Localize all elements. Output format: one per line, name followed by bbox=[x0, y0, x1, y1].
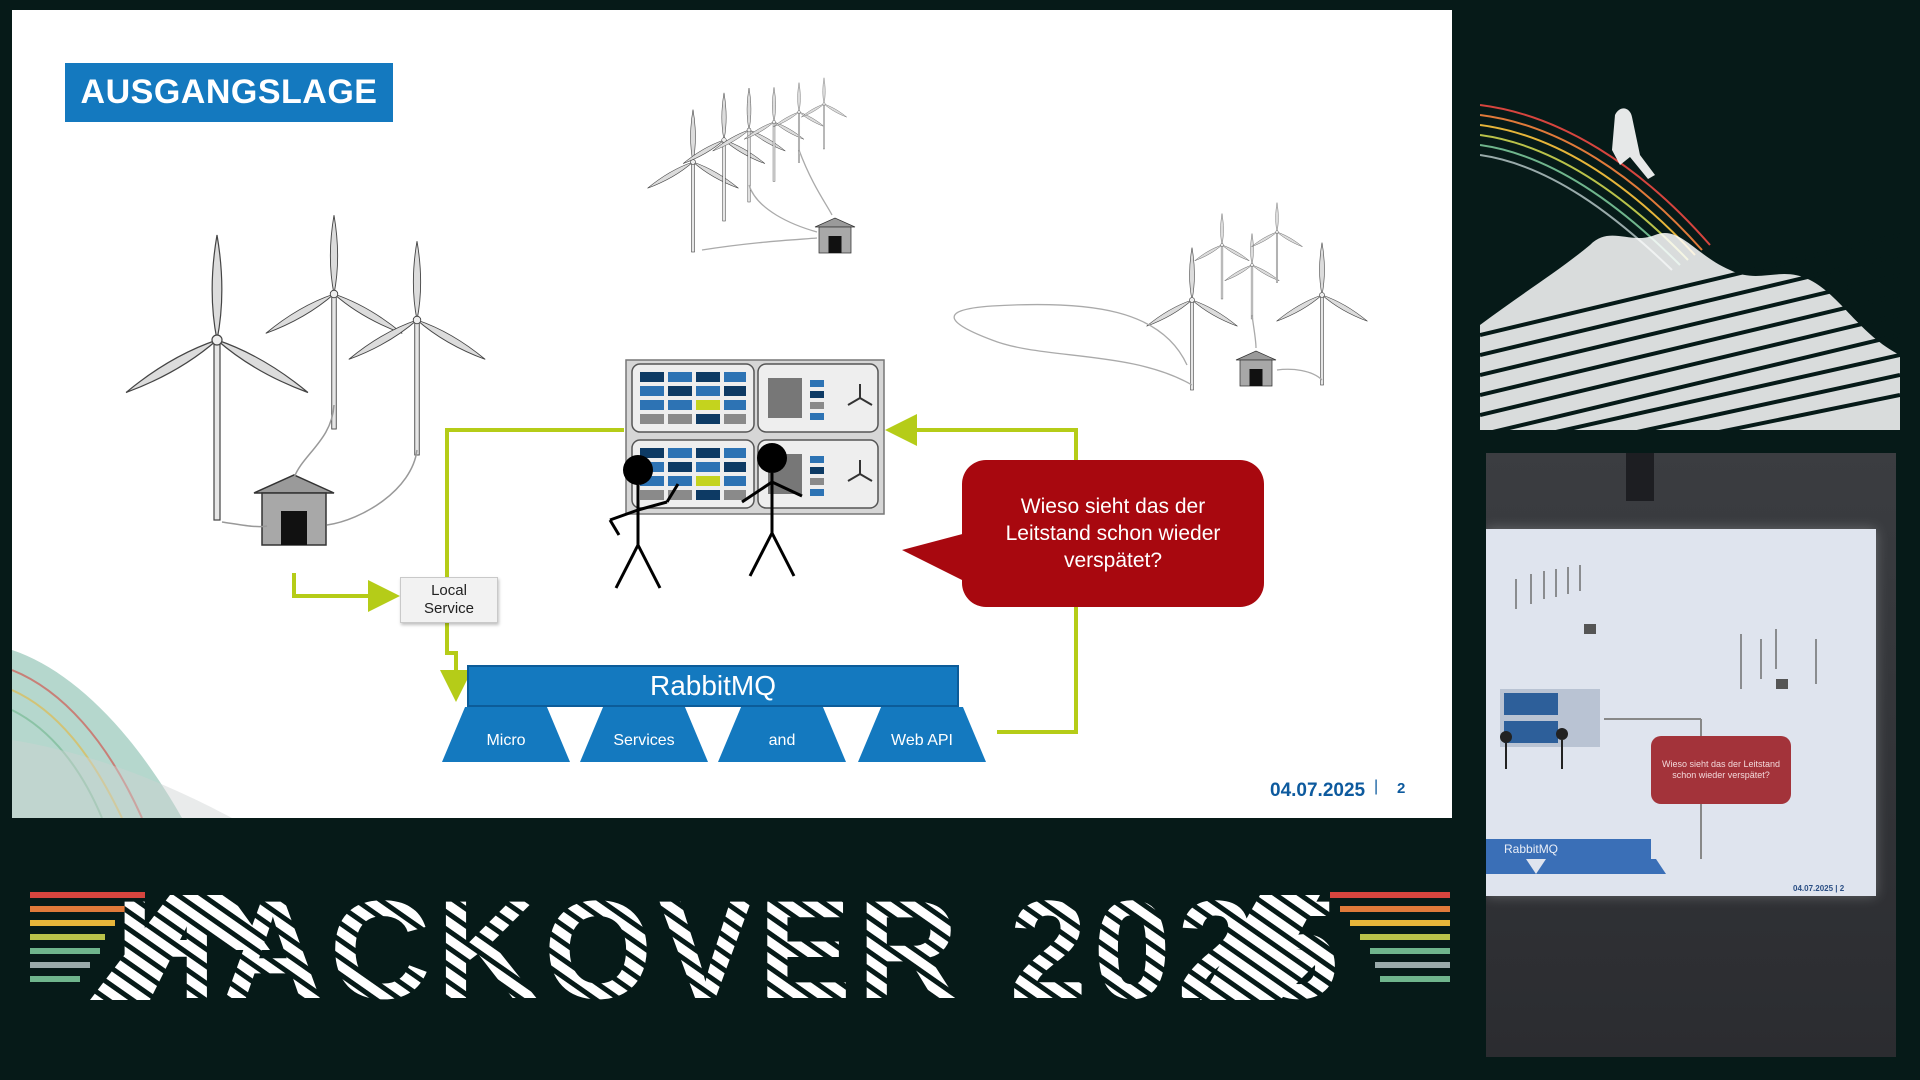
speech-bubble: Wieso sieht das der Leitstand schon wied… bbox=[962, 460, 1264, 607]
right-wind-farm bbox=[953, 202, 1369, 391]
camera-feed: Wieso sieht das der Leitstand schon wied… bbox=[1486, 453, 1896, 1057]
operator-figures bbox=[608, 441, 803, 590]
segment-web-api: Web API bbox=[858, 707, 986, 762]
slide-date: 04.07.2025 bbox=[1270, 780, 1366, 801]
decorative-corner bbox=[12, 650, 232, 818]
segment-services: Services bbox=[580, 707, 708, 762]
slide-page-number: 2 bbox=[1397, 780, 1406, 797]
segment-and: and bbox=[718, 707, 846, 762]
projected-date: 04.07.2025 | 2 bbox=[1793, 884, 1845, 893]
presentation-slide: AUSGANGSLAGE bbox=[12, 10, 1452, 818]
top-wind-farm bbox=[646, 77, 856, 254]
control-room-panels bbox=[625, 359, 885, 515]
diagram-canvas bbox=[12, 77, 1369, 818]
slide-title: AUSGANGSLAGE bbox=[65, 63, 393, 122]
segment-micro: Micro bbox=[442, 707, 570, 762]
rabbitmq-bar: RabbitMQ bbox=[467, 665, 959, 707]
projected-slide: Wieso sieht das der Leitstand schon wied… bbox=[1486, 529, 1876, 896]
local-service-box: Local Service bbox=[400, 577, 498, 623]
speech-bubble-tail bbox=[902, 532, 972, 585]
banner-left-stripes bbox=[30, 892, 270, 1000]
slide-separator: | bbox=[1374, 778, 1379, 795]
ceiling-fixture bbox=[1626, 453, 1654, 501]
banner-right-stripes bbox=[1200, 892, 1450, 1000]
hackover-banner: HACKOVER 2025 bbox=[30, 880, 1450, 1020]
hackover-mountain-artwork bbox=[1480, 104, 1900, 430]
left-wind-farm bbox=[123, 214, 488, 546]
projected-speech-bubble: Wieso sieht das der Leitstand schon wied… bbox=[1651, 736, 1791, 804]
projected-rabbitmq-bar: RabbitMQ bbox=[1486, 839, 1651, 859]
local-service-line2: Service bbox=[423, 600, 475, 617]
projected-diagram bbox=[1486, 565, 1817, 874]
local-service-line1: Local bbox=[431, 582, 467, 599]
banner-title: HACKOVER 2025 bbox=[115, 880, 1345, 1020]
